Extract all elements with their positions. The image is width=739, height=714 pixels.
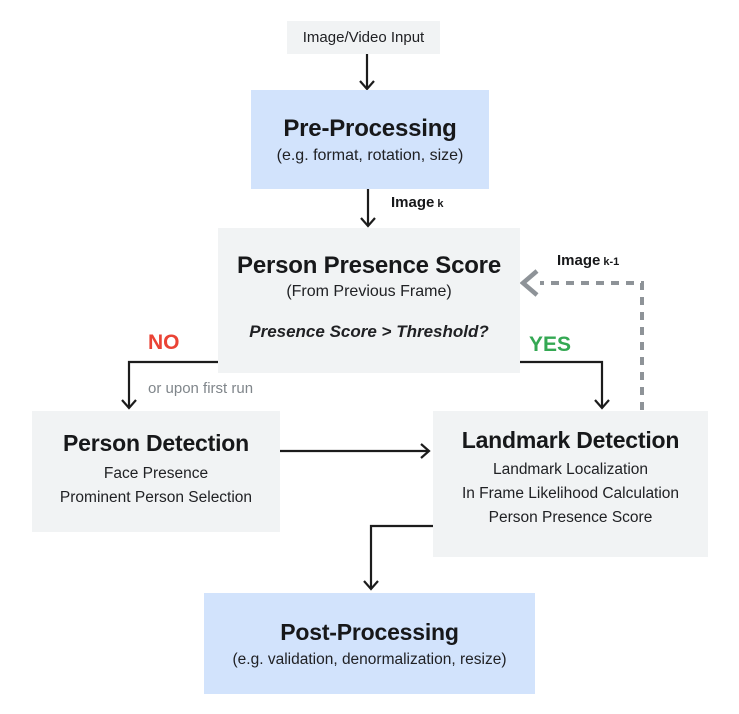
postprocessing-title: Post-Processing <box>280 618 459 645</box>
person-detection-line: Prominent Person Selection <box>59 489 253 507</box>
presence-score-question: Presence Score > Threshold? <box>249 322 489 341</box>
flow-node-preprocessing: Pre-Processing (e.g. format, rotation, s… <box>251 90 489 189</box>
person-detection-title: Person Detection <box>63 430 249 456</box>
person-detection-line: Face Presence <box>103 465 209 482</box>
preprocessing-title: Pre-Processing <box>283 114 457 142</box>
dashed-feedback-arrow <box>519 269 644 410</box>
landmark-detection-line: Landmark Localization <box>492 461 649 478</box>
edge-label-yes: YES <box>529 333 572 356</box>
edge-label-first-run: or upon first run <box>148 380 254 397</box>
flow-node-person-detection: Person Detection Face Presence Prominent… <box>32 411 280 532</box>
presence-score-title: Person Presence Score <box>237 252 501 279</box>
arrow-no-branch <box>121 360 218 410</box>
input-node-label: Image/Video Input <box>302 29 425 46</box>
arrow-landmark-to-postprocessing <box>363 524 433 591</box>
landmark-detection-line: In Frame Likelihood Calculation <box>461 485 680 503</box>
presence-score-subtitle: (From Previous Frame) <box>286 283 452 300</box>
flow-node-presence-score: Person Presence Score (From Previous Fra… <box>218 228 520 373</box>
preprocessing-subtitle: (e.g. format, rotation, size) <box>276 146 464 164</box>
flow-node-input: Image/Video Input <box>287 21 440 54</box>
landmark-detection-title: Landmark Detection <box>461 427 680 453</box>
image-k-text: Image <box>391 194 435 211</box>
landmark-detection-line: Person Presence Score <box>488 509 653 527</box>
arrow-persondetection-to-landmark <box>280 443 431 459</box>
image-k1-text: Image <box>557 252 601 269</box>
flow-node-landmark-detection: Landmark Detection Landmark Localization… <box>433 411 708 557</box>
arrow-yes-branch <box>520 360 610 410</box>
postprocessing-subtitle: (e.g. validation, denormalization, resiz… <box>232 650 507 668</box>
image-k1-subscript: k-1 <box>603 256 620 268</box>
image-k-subscript: k <box>437 198 444 210</box>
arrow-preprocessing-to-presence <box>360 189 376 228</box>
arrow-input-to-preprocessing <box>359 54 375 91</box>
edge-label-no: NO <box>148 331 180 354</box>
flow-node-postprocessing: Post-Processing (e.g. validation, denorm… <box>204 593 535 694</box>
